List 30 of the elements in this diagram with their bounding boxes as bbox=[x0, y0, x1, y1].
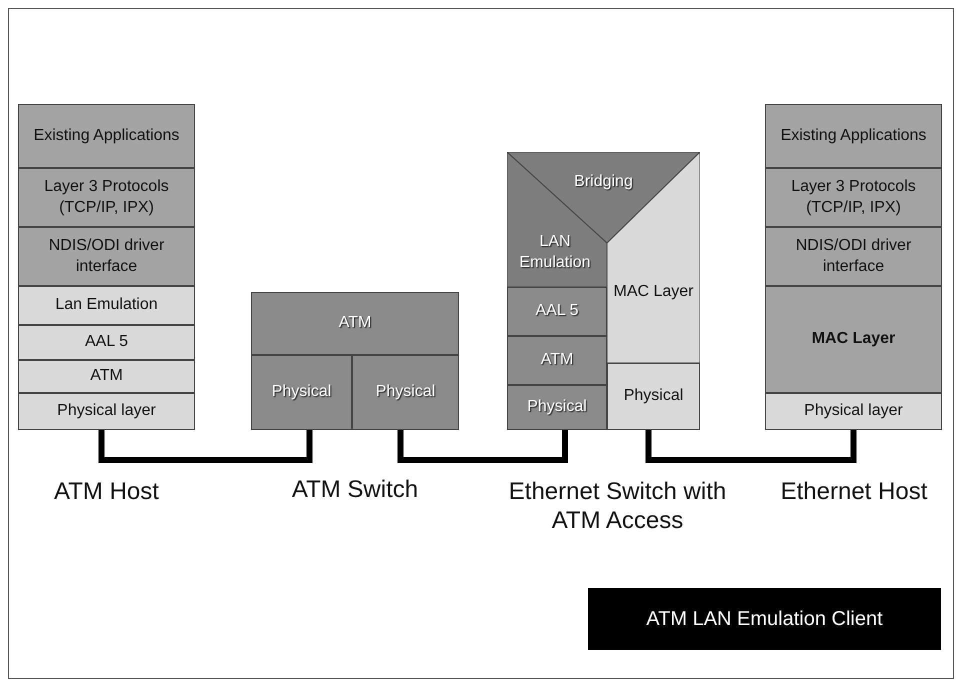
layer-box: AAL 5 bbox=[507, 287, 607, 336]
layer-box: ATM bbox=[507, 336, 607, 385]
layer-label: LAN Emulation bbox=[518, 232, 592, 273]
layer-box: AAL 5 bbox=[18, 325, 195, 360]
stack-label: ATM Switch bbox=[290, 476, 420, 505]
layer-box: Lan Emulation bbox=[18, 286, 195, 325]
layer-box: Physical bbox=[507, 385, 607, 430]
layer-box: Layer 3 Protocols (TCP/IP, IPX) bbox=[765, 168, 942, 227]
title-banner: ATM LAN Emulation Client bbox=[588, 588, 941, 650]
layer-box: Physical bbox=[352, 355, 459, 430]
stack-label: Ethernet Switch with ATM Access bbox=[508, 478, 728, 536]
connector-line bbox=[98, 430, 312, 463]
layer-label: Bridging bbox=[573, 172, 634, 192]
layer-box: Existing Applications bbox=[18, 104, 195, 168]
layer-box: ATM bbox=[251, 292, 459, 355]
layer-box: Physical layer bbox=[765, 393, 942, 430]
connector-line bbox=[646, 430, 856, 463]
layer-box: ATM bbox=[18, 360, 195, 393]
layer-box: Physical layer bbox=[18, 393, 195, 430]
layer-box: NDIS/ODI driver interface bbox=[765, 227, 942, 286]
connector-line bbox=[398, 430, 568, 463]
stack-label: ATM Host bbox=[53, 478, 160, 507]
layer-label: MAC Layer bbox=[612, 282, 695, 302]
layer-box: Existing Applications bbox=[765, 104, 942, 168]
layer-box: NDIS/ODI driver interface bbox=[18, 227, 195, 286]
layer-box: Layer 3 Protocols (TCP/IP, IPX) bbox=[18, 168, 195, 227]
layer-box: MAC Layer bbox=[765, 286, 942, 393]
layer-box: Physical bbox=[251, 355, 352, 430]
layer-box: Physical bbox=[607, 363, 700, 430]
stack-label: Ethernet Host bbox=[780, 478, 928, 507]
